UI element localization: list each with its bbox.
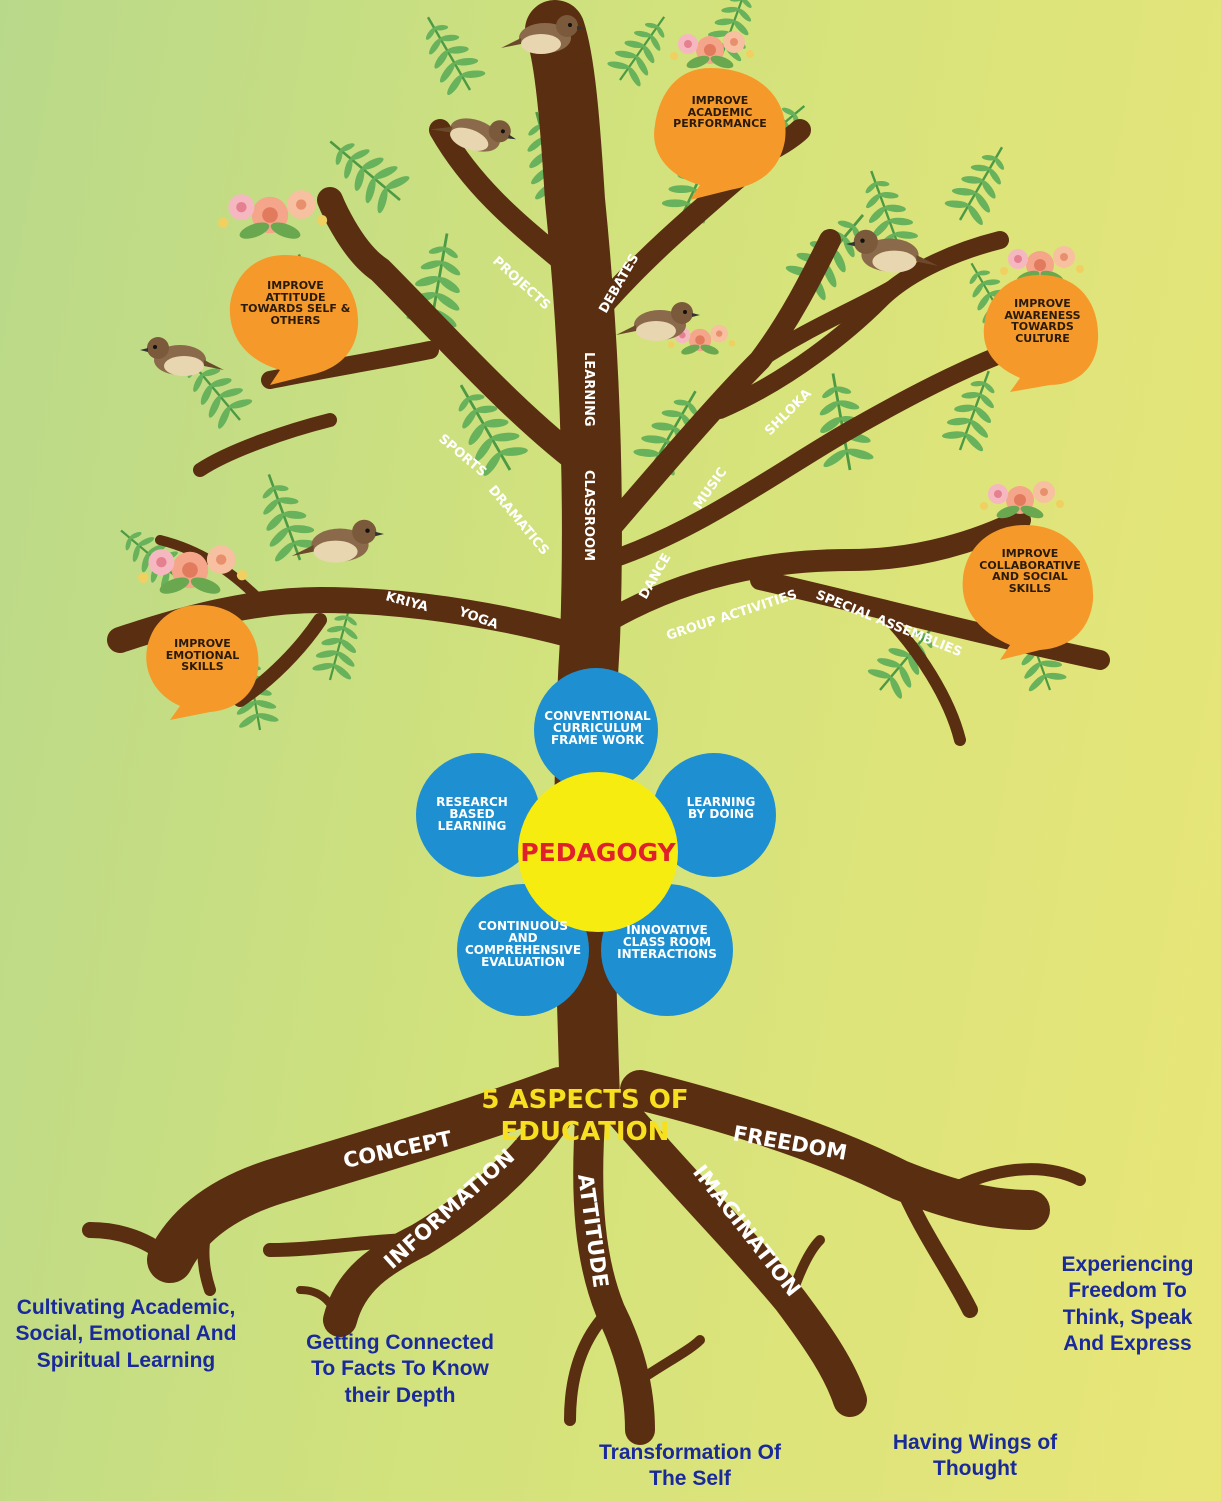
root-caption-information: Getting Connected To Facts To Know their… — [306, 1331, 494, 1407]
pedagogy-text-right: LEARNING BY DOING — [686, 795, 756, 821]
outcome-bubbles — [146, 68, 1099, 720]
outcome-bubble-culture — [983, 275, 1099, 392]
pedagogy-center — [518, 772, 678, 932]
pedagogy-petal-top — [534, 668, 658, 792]
pedagogy-petal-left — [416, 753, 540, 877]
branch-label-projects: PROJECTS — [489, 254, 553, 313]
root-caption-imagination: Having Wings of Thought — [892, 1431, 1058, 1481]
branch-label-learning: LEARNING — [581, 352, 596, 427]
trunk-title-line1: 5 ASPECTS OF — [481, 1085, 688, 1115]
trunk-title: 5 ASPECTS OF EDUCATION — [481, 1085, 688, 1147]
outcome-bubble-academic — [654, 68, 786, 200]
outcome-text-attitude: IMPROVE ATTITUDE TOWARDS SELF & OTHERS — [240, 279, 351, 327]
pedagogy-flower: PEDAGOGY — [416, 668, 776, 1016]
root-caption-freedom: Experiencing Freedom To Think, Speak And… — [1061, 1253, 1194, 1355]
root-caption-attitude: Transformation Of The Self — [598, 1441, 782, 1491]
trunk-title-line2: EDUCATION — [501, 1117, 670, 1147]
outcome-text-collaborative: IMPROVE COLLABORATIVE AND SOCIAL SKILLS — [979, 547, 1081, 595]
outcome-text-academic: IMPROVE ACADEMIC PERFORMANCE — [673, 94, 767, 131]
root-caption-concept: Cultivating Academic, Social, Emotional … — [15, 1296, 237, 1372]
pedagogy-text-bottom-left: CONTINUOUS AND COMPREHENSIVE EVALUATION — [464, 919, 582, 969]
pedagogy-text-left: RESEARCH BASED LEARNING — [436, 795, 508, 833]
outcome-bubble-attitude — [229, 255, 359, 385]
outcome-bubble-collaborative — [962, 525, 1094, 660]
pedagogy-center-label: PEDAGOGY — [520, 838, 676, 867]
pedagogy-text-top: CONVENTIONAL CURRICULUM FRAME WORK — [544, 709, 651, 747]
outcome-text-culture: IMPROVE AWARENESS TOWARDS CULTURE — [1004, 297, 1081, 345]
branch-label-classroom: CLASSROOM — [581, 470, 596, 561]
outcome-bubble-emotional — [146, 605, 259, 720]
root-label-imagination: IMAGINATION — [688, 1160, 805, 1301]
branch-label-dramatics: DRAMATICS — [485, 483, 552, 558]
pedagogy-petal-right — [652, 753, 776, 877]
outcome-text-emotional: IMPROVE EMOTIONAL SKILLS — [165, 637, 240, 674]
tree-trunk — [82, 0, 1110, 1445]
pedagogy-text-bottom-right: INNOVATIVE CLASS ROOM INTERACTIONS — [617, 923, 717, 961]
